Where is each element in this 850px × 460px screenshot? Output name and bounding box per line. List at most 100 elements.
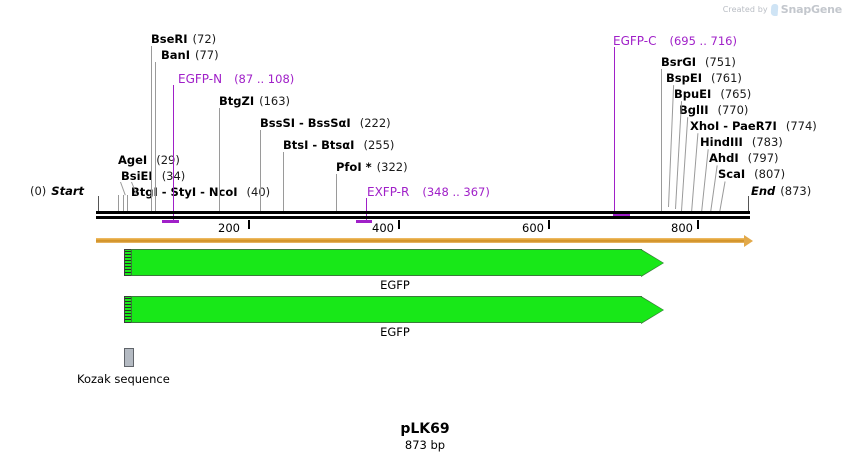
enzyme-label-btsi[interactable]: BtsI - BtsαI (255)	[283, 138, 395, 152]
leader-ncoi	[127, 195, 128, 214]
enzyme-position: (40)	[246, 185, 271, 199]
enzyme-position: (770)	[717, 103, 749, 117]
enzyme-label-bsrgi[interactable]: BsrGI(751)	[661, 56, 736, 69]
enzyme-label-agei[interactable]: AgeI(29)	[118, 153, 180, 167]
enzyme-label-bspei[interactable]: BspEI(761)	[666, 71, 742, 85]
enzyme-name: BtgZI	[219, 94, 255, 108]
sequence-start-label: (0) Start	[30, 184, 85, 198]
primer-segment-exfp-r	[356, 220, 372, 223]
enzyme-name: BspEI	[666, 71, 702, 85]
enzyme-name: AhdI	[709, 151, 739, 165]
leader-hindiii	[701, 149, 709, 214]
enzyme-name: BpuEI	[674, 87, 712, 101]
enzyme-label-bsssi[interactable]: BssSI - BssSαI (222)	[260, 116, 391, 130]
leader-bspei	[668, 85, 675, 208]
credit-prefix-label: Created by	[722, 5, 768, 14]
ruler-label-200: 200	[218, 221, 240, 235]
primer-range: (348 .. 367)	[422, 185, 490, 199]
start-position: (0)	[30, 184, 47, 198]
enzyme-position: (774)	[785, 119, 817, 133]
orf-arrow-body[interactable]	[96, 238, 746, 243]
feature-egfp-2-body	[131, 296, 642, 323]
ruler-tick-400	[398, 220, 400, 229]
orf-arrow-head	[744, 235, 753, 247]
leader-start	[98, 196, 99, 214]
enzyme-label-hindiii[interactable]: HindIII(783)	[700, 135, 783, 149]
primer-range: (87 .. 108)	[234, 72, 295, 86]
ruler-tick-200	[248, 220, 250, 229]
primer-label-egfp-c[interactable]: EGFP-C (695 .. 716)	[613, 35, 737, 48]
primer-segment-egfp-n	[162, 220, 179, 223]
leader-xhoi	[691, 133, 699, 214]
leader-egfp-n	[173, 85, 175, 222]
enzyme-name: BtsI - BtsαI	[283, 138, 355, 152]
plasmid-size-label: 873 bp	[404, 438, 446, 452]
leader-agei-b	[118, 195, 119, 214]
enzyme-name: BtgI - StyI - NcoI	[131, 185, 238, 199]
enzyme-name: PfoI *	[336, 160, 372, 174]
primer-name: EGFP-C	[613, 34, 657, 48]
leader-bsssi	[260, 130, 261, 214]
primer-name: EXFP-R	[367, 185, 410, 199]
leader-bpuei	[675, 101, 683, 210]
leader-pfoi	[336, 174, 337, 214]
feature-egfp-2-head	[641, 296, 663, 323]
leader-ahdi	[710, 165, 718, 214]
leader-bsiei-b	[123, 195, 124, 214]
feature-kozak-label: Kozak sequence	[77, 372, 170, 386]
enzyme-position: (765)	[720, 87, 752, 101]
enzyme-position: (783)	[751, 135, 783, 149]
primer-range: (695 .. 716)	[669, 34, 737, 48]
enzyme-name: BseRI	[151, 32, 188, 46]
enzyme-label-bseri[interactable]: BseRI (72)	[151, 32, 217, 46]
enzyme-position: (77)	[195, 48, 219, 62]
feature-egfp-2-label: EGFP	[380, 325, 410, 339]
enzyme-label-scai[interactable]: ScaI (807)	[718, 167, 786, 181]
enzyme-label-xhoi-paer7i[interactable]: XhoI - PaeR7I(774)	[690, 119, 817, 133]
enzyme-position: (222)	[359, 116, 391, 130]
leader-end	[748, 196, 749, 214]
enzyme-label-btgi-styi-ncoi[interactable]: BtgI - StyI - NcoI (40)	[131, 185, 271, 199]
enzyme-label-ahdi[interactable]: AhdI(797)	[709, 151, 779, 165]
leader-bseri	[151, 46, 152, 214]
primer-name: EGFP-N	[178, 72, 223, 86]
leader-agei	[120, 181, 126, 196]
start-text: Start	[51, 184, 85, 198]
enzyme-position: (807)	[754, 167, 786, 181]
enzyme-label-bpuei[interactable]: BpuEI (765)	[674, 87, 752, 101]
enzyme-label-bglii[interactable]: BglII (770)	[679, 103, 749, 117]
leader-bglii	[681, 117, 689, 212]
ruler-label-600: 600	[522, 221, 544, 235]
sequence-end-label: End(873)	[751, 184, 811, 198]
enzyme-label-bani[interactable]: BanI(77)	[161, 48, 219, 62]
enzyme-label-pfoi[interactable]: PfoI * (322)	[336, 160, 408, 174]
enzyme-position: (29)	[156, 153, 180, 167]
leader-exfp-r	[366, 198, 368, 222]
feature-egfp-1-body	[131, 249, 642, 276]
enzyme-name: BssSI - BssSαI	[260, 116, 351, 130]
ruler-tick-800	[697, 220, 699, 229]
enzyme-position: (163)	[259, 94, 291, 108]
enzyme-position: (72)	[192, 32, 217, 46]
feature-egfp-1-label: EGFP	[380, 278, 410, 292]
leader-egfp-c	[614, 47, 616, 215]
enzyme-name: BsiEI	[121, 169, 153, 183]
enzyme-position: (322)	[376, 160, 408, 174]
snapgene-credit: Created by SnapGene	[723, 3, 842, 16]
feature-kozak-box[interactable]	[124, 348, 134, 367]
end-text: End	[751, 184, 776, 198]
snapgene-brand-label: SnapGene	[780, 3, 842, 16]
enzyme-position: (255)	[363, 138, 395, 152]
primer-label-egfp-n[interactable]: EGFP-N (87 .. 108)	[178, 73, 294, 86]
enzyme-name: ScaI	[718, 167, 746, 181]
enzyme-label-bsiei[interactable]: BsiEI(34)	[121, 169, 185, 183]
enzyme-label-btgzi[interactable]: BtgZI (163)	[219, 94, 291, 108]
ruler-label-400: 400	[372, 221, 394, 235]
enzyme-name: BglII	[679, 103, 709, 117]
leader-bani	[155, 62, 156, 214]
ruler-tick-600	[548, 220, 550, 229]
primer-label-exfp-r[interactable]: EXFP-R (348 .. 367)	[367, 186, 490, 199]
ruler-label-800: 800	[671, 221, 693, 235]
snapgene-leaf-icon	[770, 3, 779, 16]
